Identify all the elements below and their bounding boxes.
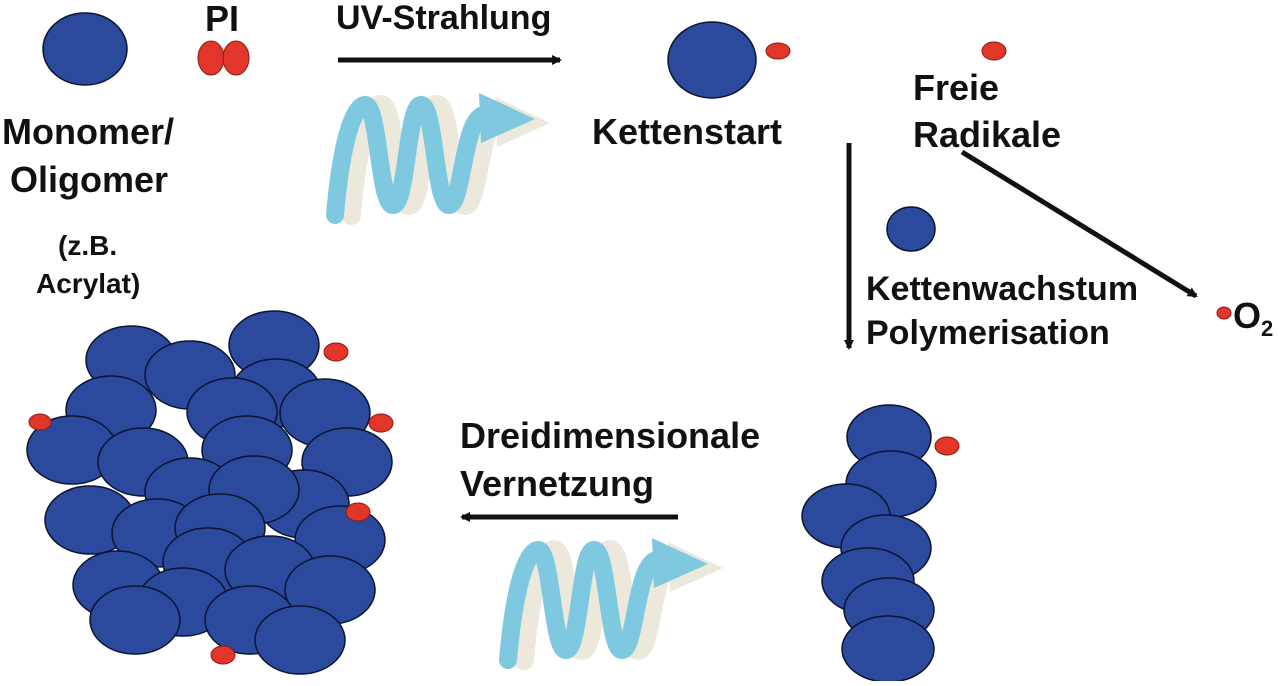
growth-monomer: [886, 206, 936, 252]
uv-radiation-icon-lower-wave: [499, 540, 667, 669]
chain-growth-label-line1: Kettenwachstum: [866, 270, 1139, 308]
network-radical-1: [323, 342, 349, 362]
chain-start-label: Kettenstart: [592, 111, 783, 152]
network-radical-3: [28, 413, 52, 431]
oxygen-label: O2: [1233, 294, 1273, 351]
uv-radiation-label: UV-Strahlung: [336, 0, 552, 37]
network-monomer-25: [254, 605, 346, 675]
oxygen-subscript: 2: [1261, 316, 1274, 342]
pi-label: PI: [205, 0, 240, 39]
crosslinking-label-line2: Vernetzung: [460, 463, 655, 504]
uv-radiation-icon: [326, 93, 550, 225]
uv-radiation-icon-wave: [326, 95, 494, 224]
uv-radiation-icon-lower-head: [652, 538, 708, 588]
example-label-line1: (z.B.: [58, 230, 118, 261]
chain-start-monomer: [667, 21, 757, 99]
monomer-label-line2: Oligomer: [10, 159, 169, 200]
chain-start-radical: [765, 42, 791, 60]
network-monomer-26: [89, 585, 181, 655]
crosslinking-label-line1: Dreidimensionale: [460, 415, 761, 456]
free-radical: [981, 41, 1007, 61]
network-radical-4: [345, 502, 371, 522]
uv-radiation-icon-head: [479, 93, 535, 143]
chain-growth-label-line2: Polymerisation: [866, 314, 1110, 352]
network-radical-5: [210, 645, 236, 665]
photoinitiator-right: [222, 40, 250, 76]
chain-end-radical: [934, 436, 960, 456]
example-label-line2: Acrylat): [36, 268, 141, 299]
oxygen-inhibition-arrow: [960, 149, 1198, 299]
oxygen-radical: [1216, 306, 1232, 320]
free-radicals-label-line2: Radikale: [913, 114, 1062, 155]
oxygen-symbol: O: [1233, 295, 1262, 336]
chain-monomer-7: [841, 615, 935, 683]
monomer-circle: [42, 12, 128, 86]
free-radicals-label-line1: Freie: [913, 67, 1000, 108]
monomer-label-line1: Monomer/: [2, 111, 175, 152]
network-radical-2: [368, 413, 394, 433]
uv-radiation-icon-lower: [499, 538, 723, 670]
photoinitiator-left: [197, 40, 225, 76]
